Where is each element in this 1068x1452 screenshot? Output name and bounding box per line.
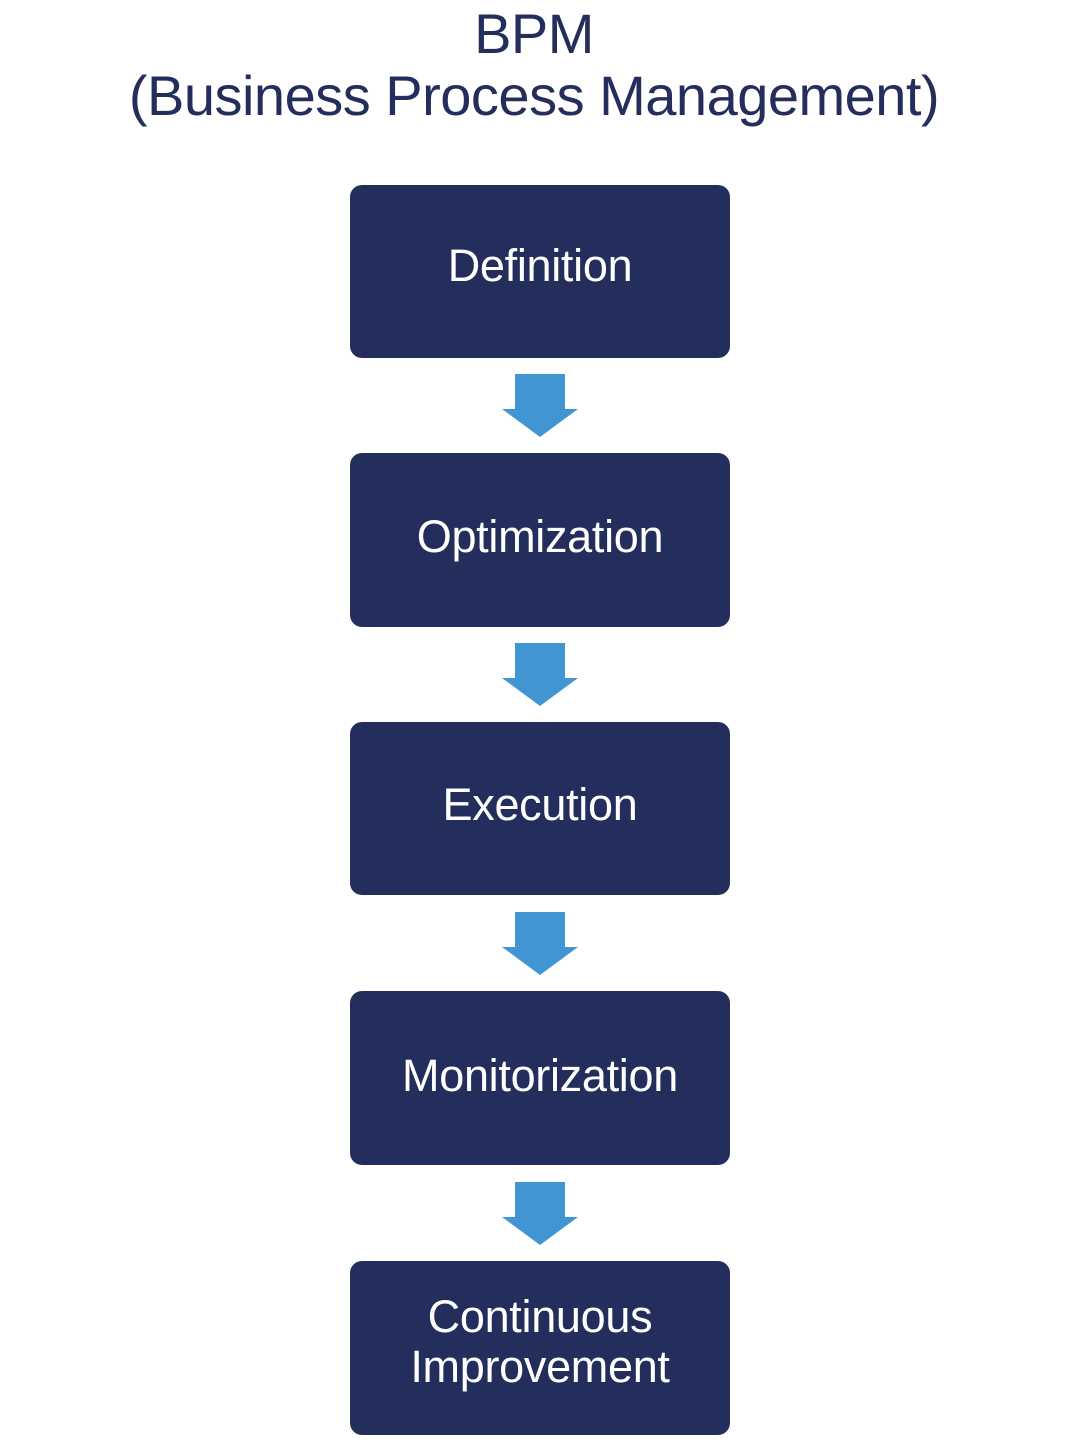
process-step-label: Continuous Improvement: [410, 1290, 670, 1392]
process-step-definition[interactable]: Definition: [350, 185, 730, 358]
connector-2: [350, 627, 730, 722]
diagram-title: BPM (Business Process Management): [0, 0, 1068, 127]
process-step-monitorization[interactable]: Monitorization: [350, 991, 730, 1165]
arrow-down-icon: [502, 643, 578, 706]
connector-1: [350, 358, 730, 453]
arrow-down-icon: [502, 374, 578, 437]
connector-3: [350, 895, 730, 991]
process-step-continuous-improvement[interactable]: Continuous Improvement: [350, 1261, 730, 1435]
process-flow: Definition Optimization Execution: [350, 185, 730, 1435]
process-step-label: Optimization: [416, 510, 664, 562]
title-line-primary: BPM: [474, 2, 594, 65]
process-step-execution[interactable]: Execution: [350, 722, 730, 895]
process-step-label: Definition: [447, 240, 633, 292]
process-step-optimization[interactable]: Optimization: [350, 453, 730, 627]
process-step-label: Execution: [442, 779, 638, 831]
connector-4: [350, 1165, 730, 1261]
arrow-down-icon: [502, 911, 578, 975]
arrow-down-icon: [502, 1181, 578, 1245]
process-step-label: Monitorization: [402, 1049, 678, 1101]
title-line-secondary: (Business Process Management): [128, 64, 940, 128]
